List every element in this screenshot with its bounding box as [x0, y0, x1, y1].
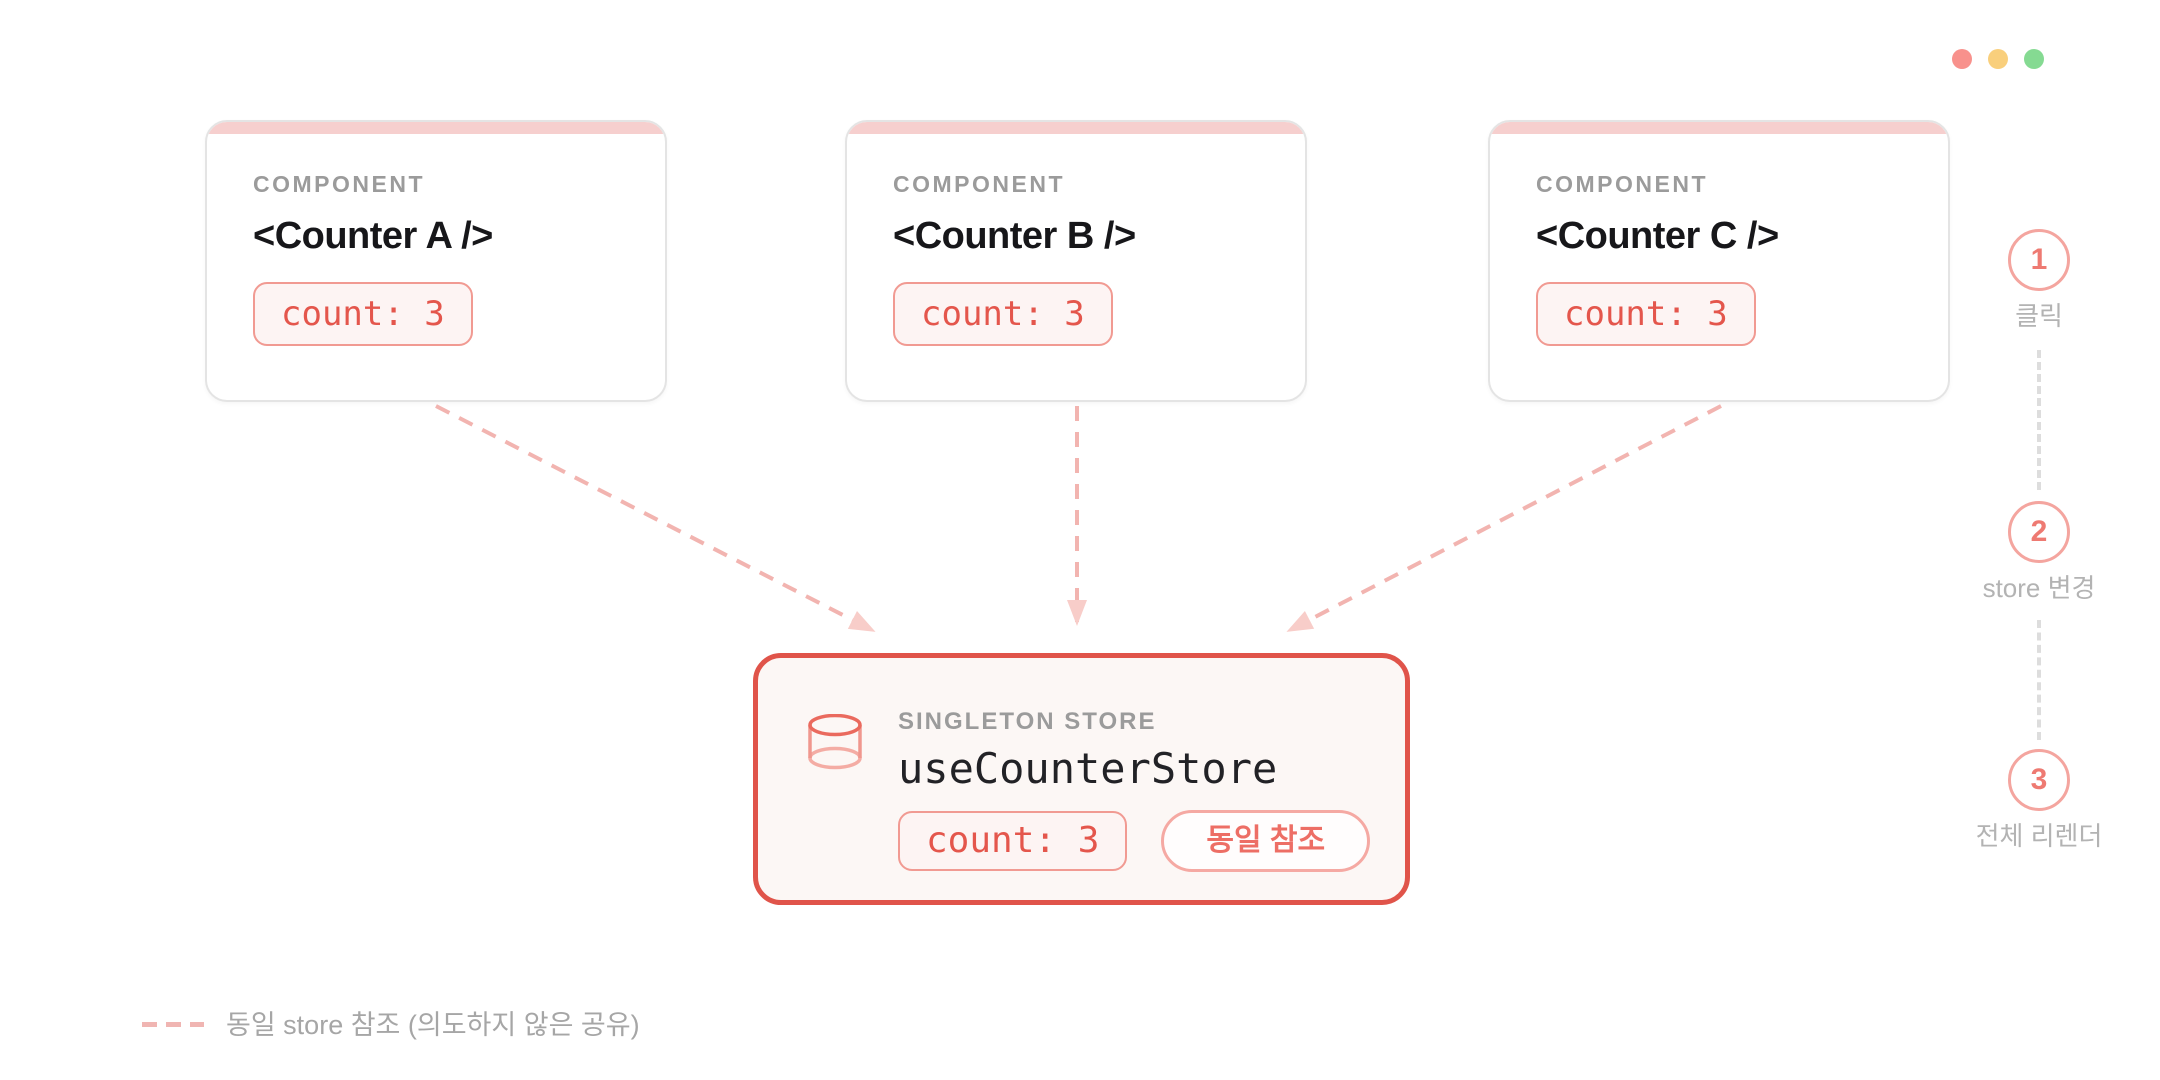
step-1-circle: 1 — [2008, 229, 2070, 291]
same-reference-pill: 동일 참조 — [1161, 810, 1371, 872]
step-3-label: 전체 리렌더 — [1975, 821, 2103, 851]
legend-dashed-line-sample — [142, 1022, 204, 1027]
step-connector-1-2 — [2037, 350, 2041, 490]
component-title: <Counter B /> — [893, 215, 1136, 257]
singleton-store-card: SINGLETON STORE useCounterStore count: 3… — [753, 653, 1410, 905]
component-title: <Counter A /> — [253, 215, 493, 257]
arrow-counter-a-to-store — [435, 404, 876, 632]
arrow-counter-c-to-store — [1286, 404, 1722, 632]
card-accent-strip — [1490, 122, 1948, 134]
step-3-circle: 3 — [2008, 749, 2070, 811]
database-cylinder-icon — [808, 714, 862, 770]
component-card-counter-a: COMPONENT <Counter A /> count: 3 — [205, 120, 667, 402]
step-2-label: store 변경 — [1982, 573, 2096, 603]
step-1-label: 클릭 — [2015, 301, 2063, 331]
step-3-number: 3 — [2030, 763, 2048, 796]
step-2-circle: 2 — [2008, 501, 2070, 563]
step-connector-2-3 — [2037, 620, 2041, 740]
store-count-badge: count: 3 — [898, 811, 1128, 871]
step-2-number: 2 — [2030, 515, 2048, 548]
window-dot-red-icon — [1952, 49, 1972, 69]
count-badge: count: 3 — [1536, 282, 1756, 346]
window-dot-yellow-icon — [1988, 49, 2008, 69]
component-kicker: COMPONENT — [253, 171, 425, 197]
component-kicker: COMPONENT — [1536, 171, 1708, 197]
step-1-number: 1 — [2030, 243, 2048, 276]
card-accent-strip — [207, 122, 665, 134]
store-title: useCounterStore — [898, 744, 1278, 793]
component-card-counter-b: COMPONENT <Counter B /> count: 3 — [845, 120, 1307, 402]
store-kicker: SINGLETON STORE — [898, 708, 1157, 735]
legend-text: 동일 store 참조 (의도하지 않은 공유) — [226, 1010, 640, 1040]
count-badge: count: 3 — [893, 282, 1113, 346]
count-badge: count: 3 — [253, 282, 473, 346]
card-accent-strip — [847, 122, 1305, 134]
component-card-counter-c: COMPONENT <Counter C /> count: 3 — [1488, 120, 1950, 402]
component-kicker: COMPONENT — [893, 171, 1065, 197]
component-title: <Counter C /> — [1536, 215, 1779, 257]
window-dot-green-icon — [2024, 49, 2044, 69]
